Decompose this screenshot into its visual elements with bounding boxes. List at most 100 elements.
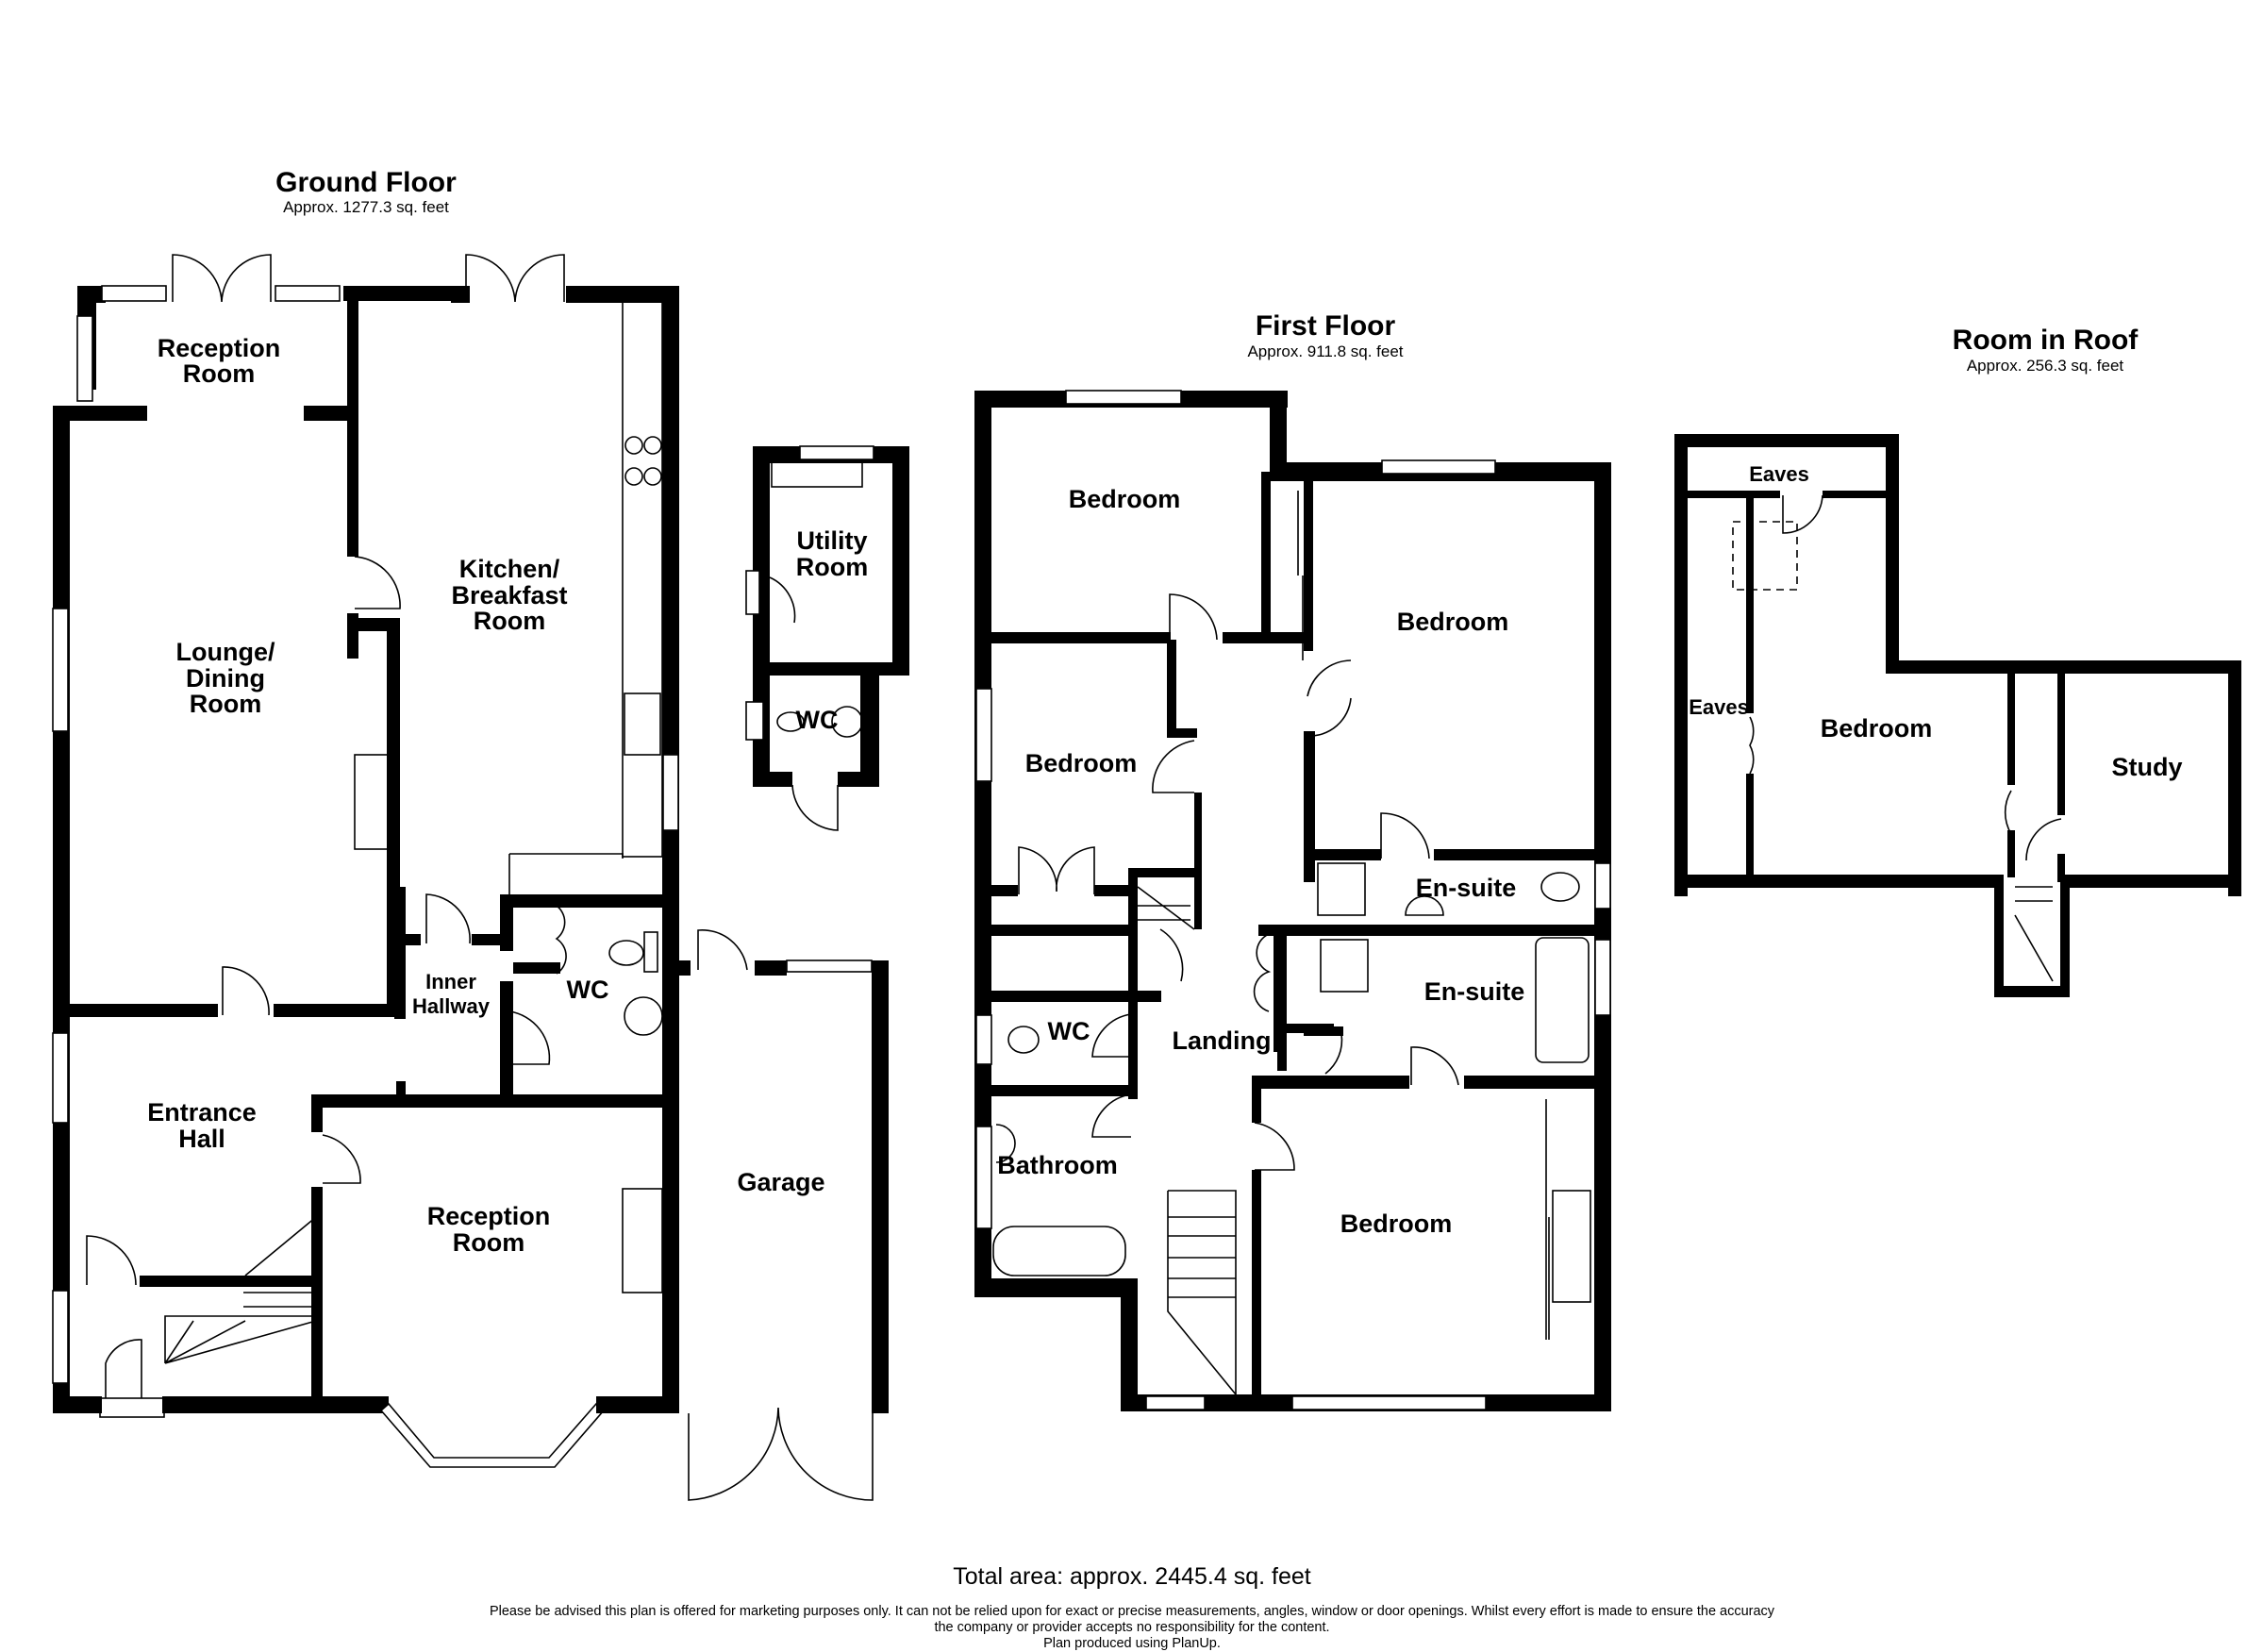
room-label-bedroom-s: Bedroom: [1340, 1210, 1453, 1238]
wardrobe-icon: [1545, 1099, 1550, 1340]
bath-icon: [1535, 937, 1590, 1063]
wall: [53, 406, 70, 1413]
door-icon: [322, 1134, 361, 1184]
wall: [991, 1085, 1131, 1096]
door-icon: [1152, 740, 1195, 793]
window-icon: [76, 315, 93, 402]
wall: [311, 1094, 323, 1132]
roof-floor-plan: Room in Roof Approx. 256.3 sq. feet Eave…: [1674, 325, 2241, 997]
wall: [1994, 875, 2004, 997]
disclaimer-line-2: the company or provider accepts no respo…: [934, 1620, 1330, 1635]
door-icon: [1410, 1046, 1459, 1086]
room-label-bathroom: Bathroom: [997, 1151, 1118, 1179]
wall: [1277, 1024, 1334, 1033]
staircase-icon: [2014, 886, 2054, 982]
wall: [1121, 1278, 1138, 1410]
wall: [860, 662, 879, 785]
cupboard-door-icon: [555, 905, 567, 975]
room-label: Hall: [178, 1125, 225, 1153]
wall: [2064, 875, 2241, 888]
wall: [1594, 462, 1611, 1410]
room-label: Room: [183, 359, 256, 388]
wall: [500, 894, 670, 908]
basin-icon: [995, 1124, 1016, 1163]
wall: [1252, 1076, 1261, 1123]
door-icon: [1782, 494, 1823, 534]
room-label-bedroom-w: Bedroom: [1025, 749, 1138, 777]
window-icon: [1065, 390, 1182, 405]
door-frame-icon: [745, 570, 760, 615]
first-floor-plan: First Floor Approx. 911.8 sq. feet: [974, 310, 1611, 1411]
wall: [1315, 849, 1381, 860]
bath-icon: [992, 1226, 1126, 1277]
door-icon: [425, 893, 471, 944]
wall: [1270, 391, 1287, 476]
staircase-icon: [243, 1216, 317, 1308]
room-label-utility: Utility: [796, 526, 867, 555]
door-icon: [1159, 928, 1184, 982]
room-label-reception-rear: Reception: [158, 334, 281, 362]
disclaimer: Please be advised this plan is offered f…: [0, 1604, 2264, 1652]
door-icon: [508, 1010, 551, 1065]
wall: [753, 446, 770, 786]
wall: [1674, 434, 1899, 447]
wall: [566, 286, 679, 303]
first-floor-title: First Floor: [1256, 310, 1396, 342]
bay-window-icon: [379, 1402, 606, 1468]
room-label-roof-bedroom: Bedroom: [1821, 714, 1933, 743]
room-label-eaves-side: Eaves: [1689, 695, 1749, 719]
wall: [2228, 660, 2241, 896]
wall: [513, 962, 560, 974]
sink-unit-icon: [771, 461, 863, 488]
room-label-study: Study: [2111, 753, 2182, 781]
wall: [2057, 674, 2065, 815]
wall: [596, 1396, 679, 1413]
toilet-icon: [776, 711, 805, 732]
room-label-utility-wc: WC: [796, 706, 839, 734]
wall: [500, 894, 513, 951]
room-label-ensuite-2: En-suite: [1424, 977, 1525, 1006]
planup-credit: Plan produced using PlanUp.: [1043, 1636, 1221, 1651]
room-label-ensuite-1: En-suite: [1416, 874, 1517, 902]
wardrobe-icon: [1552, 1190, 1591, 1303]
french-door-icon: [465, 254, 565, 303]
window-icon: [799, 445, 874, 460]
window-icon: [662, 754, 679, 831]
hob-icon: [624, 436, 643, 455]
room-label: Room: [190, 690, 262, 718]
door-icon: [1324, 1033, 1343, 1075]
wall: [500, 981, 513, 1098]
door-icon: [1307, 659, 1352, 737]
room-label: Room: [796, 553, 869, 581]
wardrobe-icon: [1297, 491, 1304, 660]
room-label-wc: WC: [1048, 1017, 1090, 1045]
ground-floor-plan: Ground Floor Approx. 1277.3 sq. feet: [52, 167, 909, 1501]
wall: [1823, 491, 1887, 498]
basin-icon: [624, 996, 663, 1036]
room-label: Room: [474, 607, 546, 635]
wall: [347, 292, 358, 557]
wall: [311, 1187, 323, 1404]
wall: [838, 772, 879, 787]
counter-icon: [508, 853, 624, 901]
toilet-icon: [1007, 1026, 1040, 1054]
room-label-eaves-top: Eaves: [1749, 462, 1809, 486]
fireplace-icon: [622, 1188, 663, 1293]
door-icon: [86, 1235, 137, 1286]
door-icon: [2004, 790, 2012, 835]
wall: [1434, 849, 1611, 860]
wall: [304, 406, 355, 421]
cupboard-door-icon: [1253, 933, 1272, 1012]
wardrobe-doors-icon: [1018, 846, 1095, 894]
room-label: Breakfast: [451, 581, 567, 609]
wall: [77, 286, 106, 303]
shower-icon: [1317, 862, 1366, 916]
window-icon: [1594, 862, 1611, 909]
total-area: Total area: approx. 2445.4 sq. feet: [953, 1563, 1311, 1590]
shower-icon: [1320, 939, 1369, 993]
window-icon: [975, 688, 992, 782]
garage-doors-icon: [688, 1407, 874, 1501]
door-icon: [354, 556, 401, 609]
roof-floor-area: Approx. 256.3 sq. feet: [1967, 357, 2124, 375]
wall: [1128, 868, 1138, 1099]
